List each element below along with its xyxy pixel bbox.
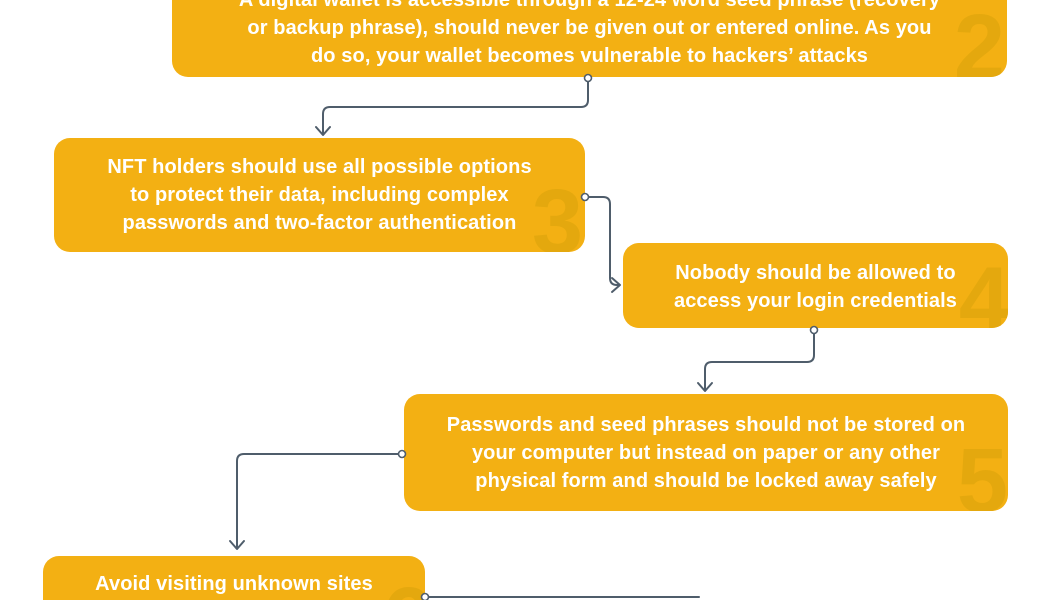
arrowhead-icon bbox=[229, 540, 245, 550]
step-text-line: Nobody should be allowed to bbox=[675, 262, 956, 284]
arrowhead-icon bbox=[315, 126, 331, 136]
step-text: Passwords and seed phrases should not be… bbox=[404, 411, 1008, 495]
step-text: Nobody should be allowed to access your … bbox=[623, 259, 1008, 315]
step-text: A digital wallet is accessible through a… bbox=[172, 0, 1007, 70]
step-box-4: Nobody should be allowed to access your … bbox=[623, 243, 1008, 328]
connector-line bbox=[236, 453, 403, 548]
arrowhead-icon bbox=[611, 277, 621, 293]
step-text-line: physical form and should be locked away … bbox=[475, 470, 937, 492]
step-text-line: Avoid visiting unknown sites bbox=[95, 573, 373, 595]
connector-line bbox=[322, 77, 589, 134]
step-box-2: A digital wallet is accessible through a… bbox=[172, 0, 1007, 77]
step-number-watermark: 2 bbox=[953, 0, 1005, 77]
connector-step6-to-next bbox=[420, 592, 700, 600]
connector-step5-to-step6 bbox=[229, 449, 407, 550]
step-text: NFT holders should use all possible opti… bbox=[54, 153, 585, 237]
step-number-watermark: 4 bbox=[958, 249, 1008, 328]
step-text-line: passwords and two-factor authentication bbox=[122, 212, 517, 234]
step-box-5: Passwords and seed phrases should not be… bbox=[404, 394, 1008, 511]
step-box-3: NFT holders should use all possible opti… bbox=[54, 138, 585, 252]
step-number-watermark: 5 bbox=[956, 430, 1008, 511]
step-text-line: A digital wallet is accessible through a… bbox=[238, 0, 941, 11]
arrowhead-icon bbox=[697, 382, 713, 392]
connector-step2-to-step3 bbox=[315, 73, 593, 136]
step-text-line: or backup phrase), should never be given… bbox=[247, 17, 932, 39]
step-number-watermark: 3 bbox=[531, 171, 583, 252]
step-number-watermark: 6 bbox=[382, 574, 425, 600]
connector-line bbox=[584, 196, 619, 286]
connector-step4-to-step5 bbox=[697, 325, 819, 392]
step-text-line: do so, your wallet becomes vulnerable to… bbox=[310, 45, 869, 67]
connector-line bbox=[704, 329, 815, 390]
connector-step3-to-step4 bbox=[580, 192, 621, 293]
step-text-line: NFT holders should use all possible opti… bbox=[107, 156, 532, 178]
step-box-6: Avoid visiting unknown sites 6 bbox=[43, 556, 425, 600]
step-text-line: access your login credentials bbox=[673, 290, 958, 312]
step-text-line: Passwords and seed phrases should not be… bbox=[446, 414, 966, 436]
step-text-line: your computer but instead on paper or an… bbox=[471, 442, 941, 464]
step-text-line: to protect their data, including complex bbox=[130, 184, 509, 206]
step-text: Avoid visiting unknown sites bbox=[43, 570, 425, 598]
